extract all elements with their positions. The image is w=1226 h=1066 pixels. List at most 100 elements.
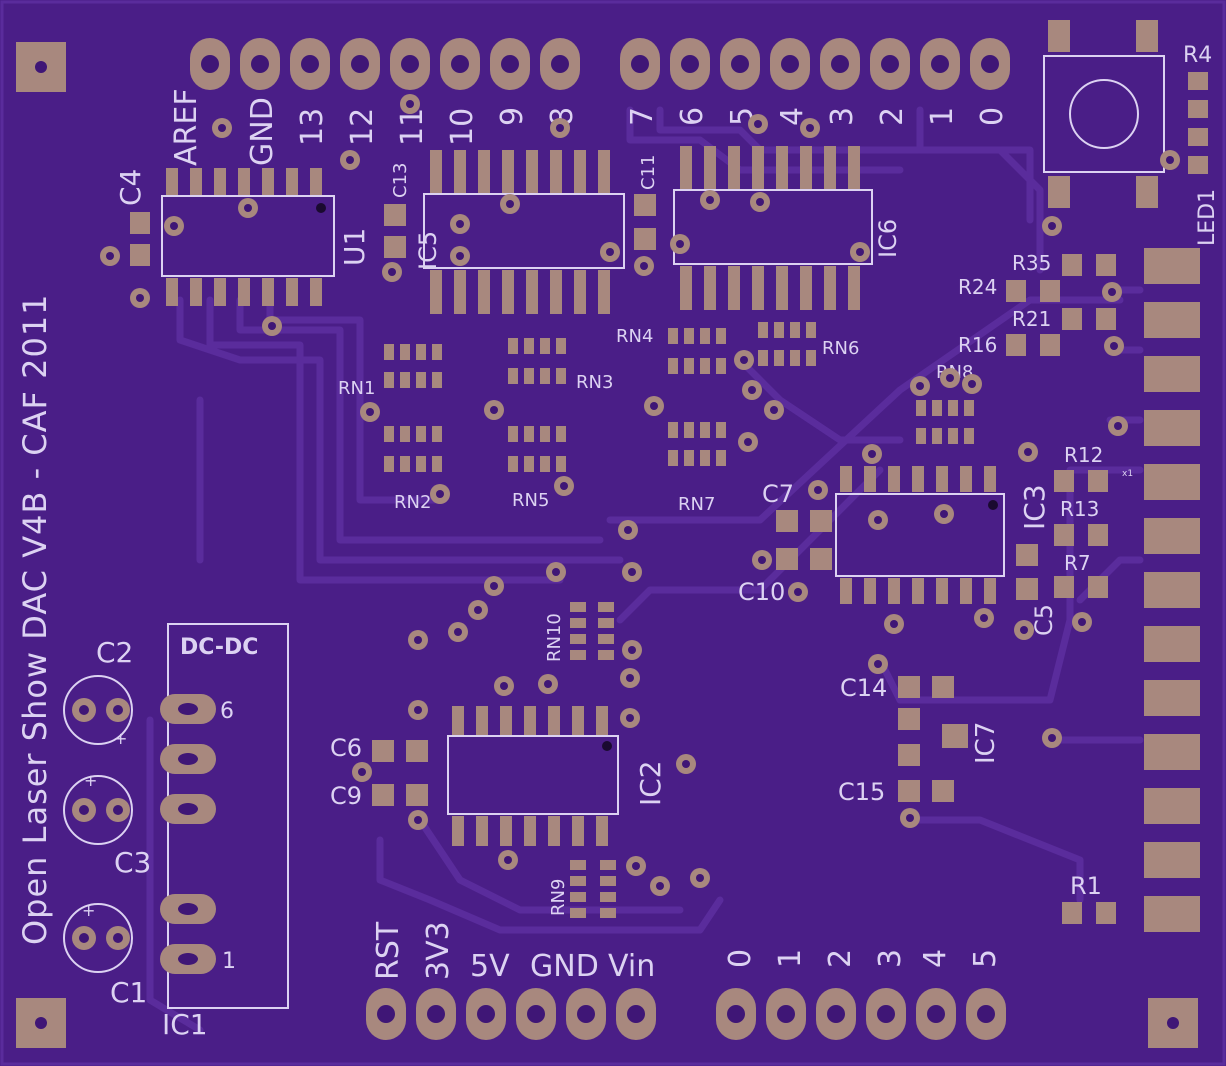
header-digital-high: AREF GND 13 12 11 10 9 8: [169, 38, 580, 166]
header-label-vin: Vin: [608, 949, 655, 984]
header-pin: [966, 988, 1006, 1040]
header-pin: [566, 988, 606, 1040]
via-hole: [552, 568, 560, 576]
via-hole: [656, 882, 664, 890]
label-r7: R7: [1064, 551, 1091, 575]
via-hole: [388, 268, 396, 276]
rn4: RN4: [616, 326, 726, 374]
label-r1: R1: [1070, 872, 1102, 900]
via-hole: [1166, 156, 1174, 164]
rn5: RN5: [508, 426, 566, 511]
label-ic6: IC6: [874, 219, 902, 258]
via-hole: [436, 490, 444, 498]
label-c10: C10: [738, 578, 785, 606]
via-hole: [454, 628, 462, 636]
via-hole: [856, 248, 864, 256]
push-button: [1043, 20, 1165, 208]
header-label-1: 1: [925, 107, 960, 126]
cap-c1: + C1: [63, 901, 147, 1009]
cap-c5: C5: [1016, 544, 1058, 636]
via-hole: [628, 568, 636, 576]
via-hole: [650, 402, 658, 410]
via-hole: [626, 674, 634, 682]
label-rn5: RN5: [512, 490, 549, 511]
via-hole: [1114, 422, 1122, 430]
label-c4: C4: [114, 169, 147, 206]
via-hole: [406, 100, 414, 108]
via-hole: [640, 262, 648, 270]
label-rn4: RN4: [616, 326, 653, 347]
header-label-a1: 1: [773, 949, 808, 968]
via-hole: [706, 196, 714, 204]
header-pin: [616, 988, 656, 1040]
label-ic5: IC5: [414, 231, 442, 270]
via-hole: [366, 408, 374, 416]
via-hole: [676, 240, 684, 248]
label-c13: C13: [390, 163, 411, 198]
via-hole: [106, 252, 114, 260]
via-hole: [980, 614, 988, 622]
board-title: Open Laser Show DAC V4B - CAF 2011: [16, 293, 54, 945]
via-hole: [500, 682, 508, 690]
label-ic3: IC3: [1018, 484, 1051, 530]
header-label-0: 0: [975, 107, 1010, 126]
via-hole: [1048, 222, 1056, 230]
via-hole: [474, 606, 482, 614]
label-u1: U1: [338, 228, 371, 266]
label-rn3: RN3: [576, 372, 613, 393]
header-label-11: 11: [395, 108, 430, 146]
label-rn6: RN6: [822, 338, 859, 359]
header-pin: [490, 38, 530, 90]
via-hole: [906, 814, 914, 822]
via-hole: [456, 220, 464, 228]
via-hole: [560, 482, 568, 490]
via-hole: [874, 660, 882, 668]
label-c9: C9: [330, 782, 362, 810]
copper-traces: [146, 106, 1144, 1034]
chip-ic5: IC5: [414, 150, 625, 314]
label-c14: C14: [840, 674, 887, 702]
chip-ic3: IC3: [835, 466, 1051, 604]
header-label-3v3: 3V3: [421, 921, 456, 980]
header-pin: [290, 38, 330, 90]
via-hole: [1108, 288, 1116, 296]
via-hole: [414, 816, 422, 824]
edge-connector: [1144, 248, 1200, 932]
header-pin: [970, 38, 1010, 90]
via-hole: [868, 450, 876, 458]
header-label-9: 9: [495, 107, 530, 126]
header-label-a2: 2: [823, 949, 858, 968]
header-label-4: 4: [775, 107, 810, 126]
label-c1: C1: [110, 976, 147, 1009]
rn6: RN6: [758, 322, 859, 366]
vias: [100, 94, 1180, 896]
header-pin: [440, 38, 480, 90]
header-label-a0: 0: [723, 949, 758, 968]
label-c5: C5: [1030, 604, 1058, 636]
via-hole: [916, 382, 924, 390]
label-ic1: IC1: [162, 1008, 208, 1041]
label-ic7: IC7: [971, 722, 1001, 764]
label-c11: C11: [638, 155, 659, 190]
label-x1: x1: [1122, 469, 1133, 479]
header-pin: [916, 988, 956, 1040]
header-pin: [466, 988, 506, 1040]
header-power: RST 3V3 5V GND Vin: [366, 921, 656, 1040]
header-pin: [720, 38, 760, 90]
via-hole: [1048, 734, 1056, 742]
header-pin: [716, 988, 756, 1040]
via-hole: [170, 222, 178, 230]
header-label-6: 6: [675, 107, 710, 126]
via-hole: [1020, 626, 1028, 634]
dcdc-pin-1: 1: [222, 949, 236, 974]
header-label-a3: 3: [873, 949, 908, 968]
c1-plus: +: [82, 901, 95, 920]
via-hole: [744, 438, 752, 446]
mounting-holes: [16, 42, 1198, 1048]
via-hole: [814, 486, 822, 494]
via-hole: [1078, 618, 1086, 626]
header-pin: [240, 38, 280, 90]
header-pin: [516, 988, 556, 1040]
